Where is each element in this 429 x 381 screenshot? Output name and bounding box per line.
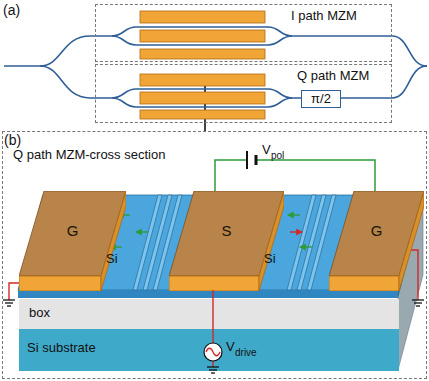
carrier-arrow — [290, 231, 302, 232]
modulator-box: Q path MZM π/2 — [95, 64, 392, 123]
cross-section-panel: Q path MZM-cross sectionG S Gbox Si substra… — [2, 131, 427, 379]
node-label: π/2 — [311, 92, 331, 106]
ground-electrode: G — [19, 191, 126, 291]
panel-label: (a) — [3, 3, 20, 18]
electrode-shape — [169, 191, 284, 291]
electrode-label: G — [67, 223, 79, 240]
node-label: box — [29, 306, 50, 320]
carrier-arrow — [136, 231, 148, 232]
electrode-label: S — [221, 223, 231, 240]
phase-shifter: π/2 — [301, 90, 341, 108]
node-label: I path MZM — [291, 9, 357, 23]
electrode — [140, 11, 265, 119]
electrode-shape — [329, 191, 424, 291]
voltage-label: V — [226, 340, 235, 354]
node-label: Si substrate — [27, 341, 96, 355]
voltage-label: drive — [235, 347, 257, 358]
waveguide — [4, 27, 427, 107]
voltage-label: pol — [271, 150, 284, 161]
carrier-arrow — [288, 214, 300, 215]
material-label: Si — [106, 252, 118, 266]
node-label: Q path MZM — [297, 69, 369, 83]
voltage-label: V — [262, 143, 271, 157]
panel-label: (b) — [4, 133, 21, 148]
carrier-arrow — [300, 246, 312, 247]
ground-electrode: G — [329, 191, 424, 291]
modulator-box: I path MZM — [95, 4, 392, 62]
signal-electrode: S — [169, 191, 284, 291]
oxide-layer: box — [19, 299, 399, 329]
node-label: Q path MZM-cross section — [13, 148, 165, 162]
material-label: Si — [264, 252, 276, 266]
electrode-shape — [19, 191, 126, 291]
battery-symbol — [247, 151, 256, 169]
electrode-label: G — [371, 223, 383, 240]
substrate-layer: Si substrate — [19, 329, 399, 371]
